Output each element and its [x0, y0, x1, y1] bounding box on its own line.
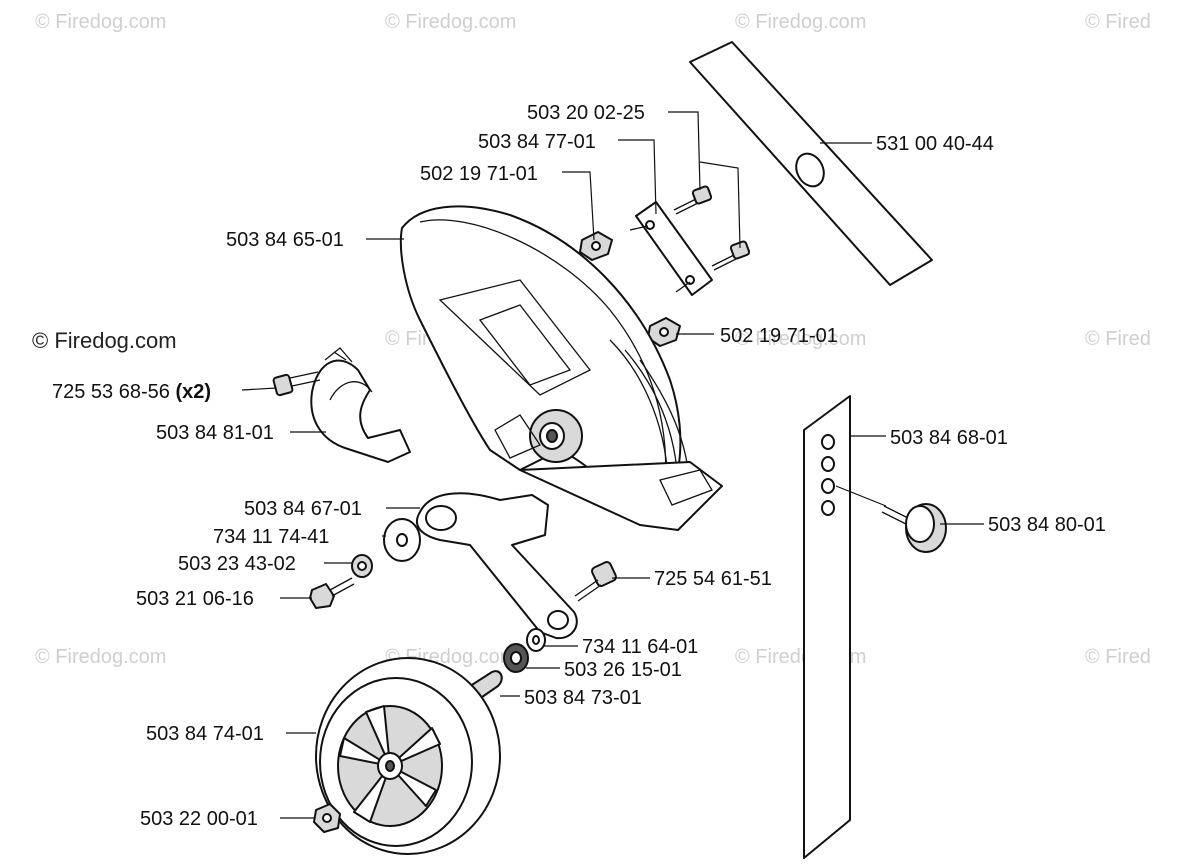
- part-label: 503 23 43-02: [178, 553, 296, 575]
- clamp-drawing: [272, 347, 411, 463]
- part-label: 503 20 02-25: [527, 102, 645, 124]
- watermark: © Firedog.com: [385, 11, 516, 33]
- arm-drawing: [415, 492, 578, 640]
- part-label: 734 11 74-41: [213, 526, 329, 548]
- part-label: 503 84 73-01: [524, 687, 642, 709]
- wheel-drawing: [313, 657, 501, 855]
- part-label: 503 84 74-01: [146, 723, 264, 745]
- part-label: 503 84 77-01: [478, 131, 596, 153]
- part-label: 725 54 61-51: [654, 568, 772, 590]
- part-label: 734 11 64-01: [582, 636, 698, 658]
- watermark: © Firedog.com: [735, 328, 866, 350]
- part-label: 503 84 68-01: [890, 427, 1008, 449]
- blade-drawing: [689, 41, 933, 286]
- watermark: © Fired: [1085, 328, 1151, 350]
- guard-drawing: [399, 205, 723, 531]
- part-label: 503 84 81-01: [156, 422, 274, 444]
- leader-lines: [241, 111, 984, 819]
- watermark: © Firedog.com: [735, 11, 866, 33]
- part-label: 503 22 00-01: [140, 808, 258, 830]
- part-label: 502 19 71-01: [720, 325, 838, 347]
- part-label: 503 84 65-01: [226, 229, 344, 251]
- part-label: 531 00 40-44: [876, 133, 994, 155]
- watermark: © Firedog.com: [35, 646, 166, 668]
- part-label: 503 26 15-01: [564, 659, 682, 681]
- part-labels: 503 20 02-25 503 84 77-01 502 19 71-01 5…: [52, 102, 1106, 830]
- watermark: © Firedog.com: [35, 11, 166, 33]
- part-label: 502 19 71-01: [420, 163, 538, 185]
- watermark: © Fired: [1085, 646, 1151, 668]
- part-number: 725 53 68-56: [52, 381, 170, 403]
- watermark-dark: © Firedog.com: [32, 328, 177, 353]
- support-plate-drawing: [803, 395, 851, 859]
- nut-drawings: [579, 231, 681, 347]
- part-label: 725 53 68-56 (x2): [52, 381, 211, 403]
- part-quantity: (x2): [175, 381, 211, 403]
- upper-bracket-drawing: [629, 185, 751, 296]
- knob-drawing: [881, 503, 947, 553]
- watermark: © Fired: [1085, 11, 1151, 33]
- part-label: 503 21 06-16: [136, 588, 254, 610]
- part-label: 503 84 67-01: [244, 498, 362, 520]
- part-label: 503 84 80-01: [988, 514, 1106, 536]
